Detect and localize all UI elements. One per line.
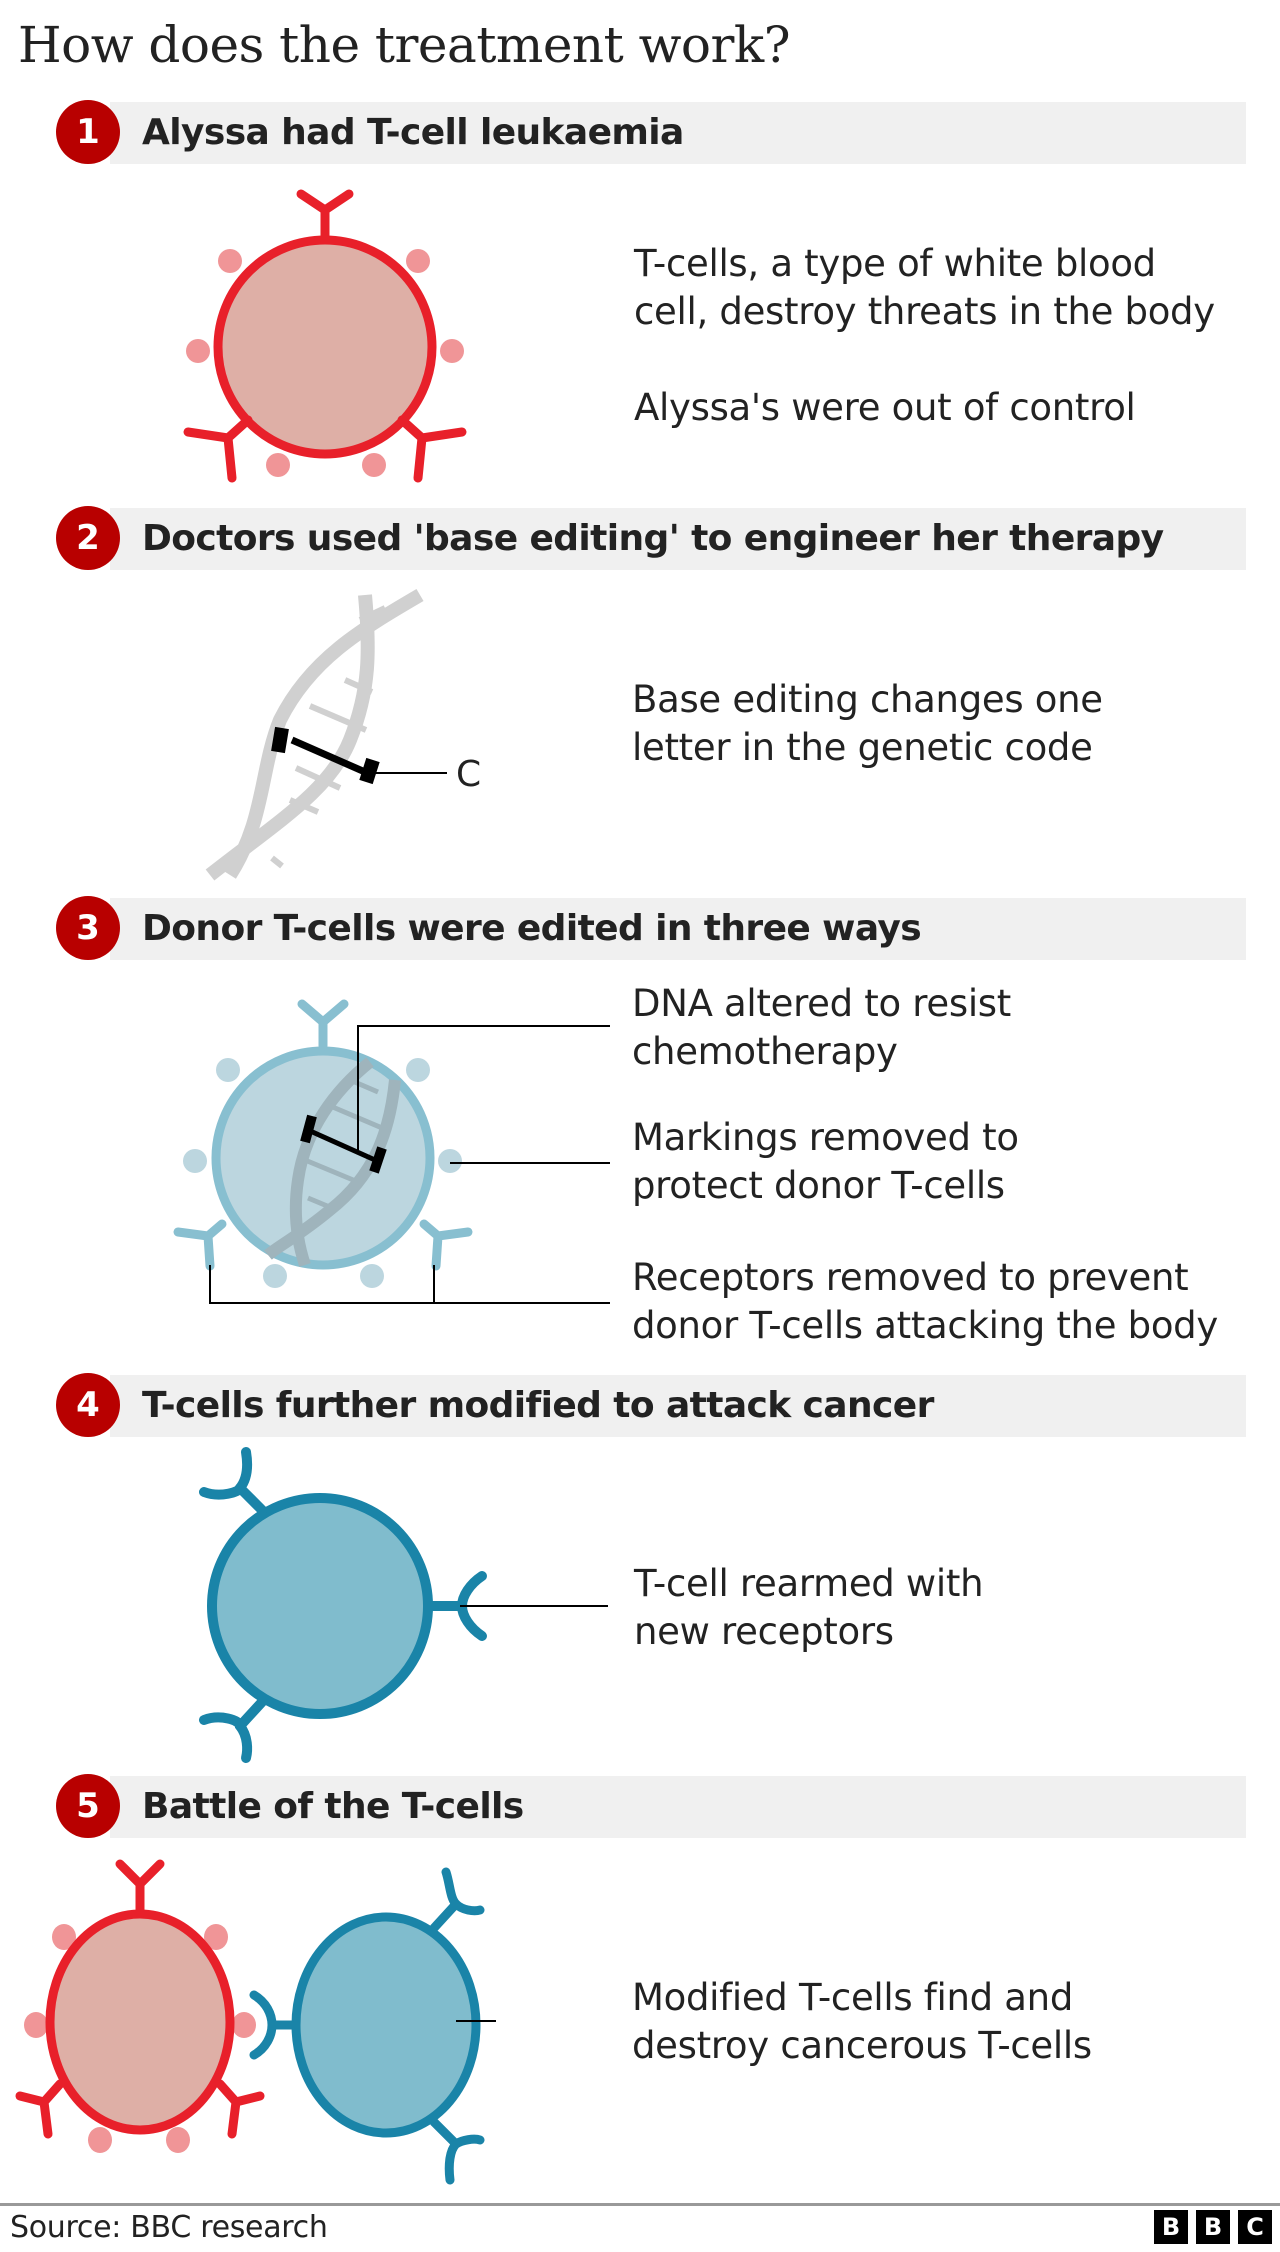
bbc-logo-letter-2: B: [1196, 2210, 1230, 2244]
step-5-description-line-1: Modified T-cells find and: [632, 1976, 1074, 2019]
step-1-number-badge: 1: [56, 100, 120, 164]
step-2-description-line-2: letter in the genetic code: [632, 726, 1093, 769]
cancerous-t-cell-icon: [183, 189, 467, 483]
step-4-header-bar: [110, 1375, 1246, 1437]
source-credit: Source: BBC research: [10, 2210, 328, 2245]
step-3-description-line-5: Receptors removed to prevent: [632, 1256, 1189, 1299]
step-3-header-bar: [110, 898, 1246, 960]
edited-donor-t-cell-icon: [173, 999, 610, 1304]
step-4-description-line-1: T-cell rearmed with: [634, 1562, 984, 1605]
step-3-title: Donor T-cells were edited in three ways: [142, 908, 922, 949]
step-5-header-bar: [110, 1776, 1246, 1838]
step-5-description-line-2: destroy cancerous T-cells: [632, 2024, 1092, 2067]
rearmed-t-cell-icon: [199, 1447, 608, 1763]
bbc-logo-letter-1: B: [1154, 2210, 1188, 2244]
footer-divider: [0, 2203, 1280, 2206]
step-2-title: Doctors used 'base editing' to engineer …: [142, 518, 1164, 559]
bbc-logo-letter-3: C: [1238, 2210, 1272, 2244]
step-3-description-line-6: donor T-cells attacking the body: [632, 1304, 1218, 1347]
battle-of-t-cells-icon: [15, 1859, 496, 2185]
step-1-header-bar: [110, 102, 1246, 164]
step-3-description-line-1: DNA altered to resist: [632, 982, 1011, 1025]
page-title: How does the treatment work?: [18, 16, 791, 74]
step-3-description-line-2: chemotherapy: [632, 1030, 898, 1073]
step-4-description-line-2: new receptors: [634, 1610, 894, 1653]
step-2-number-badge: 2: [56, 506, 120, 570]
step-2-header-bar: [110, 508, 1246, 570]
step-3-description-line-3: Markings removed to: [632, 1116, 1019, 1159]
step-3-number-badge: 3: [56, 896, 120, 960]
dna-helix-icon: C: [205, 588, 481, 881]
step-1-description-line-2: cell, destroy threats in the body: [634, 290, 1215, 333]
step-4-number-badge: 4: [56, 1373, 120, 1437]
step-4-title: T-cells further modified to attack cance…: [142, 1385, 934, 1426]
step-5-title: Battle of the T-cells: [142, 1786, 524, 1827]
step-1-description-line-3: Alyssa's were out of control: [634, 386, 1136, 429]
step-2-description-line-1: Base editing changes one: [632, 678, 1103, 721]
step-5-number-badge: 5: [56, 1774, 120, 1838]
bbc-logo: B B C: [1154, 2210, 1272, 2244]
base-letter-label: C: [456, 754, 481, 795]
step-1-title: Alyssa had T-cell leukaemia: [142, 112, 684, 153]
step-3-description-line-4: protect donor T-cells: [632, 1164, 1005, 1207]
step-1-description-line-1: T-cells, a type of white blood: [634, 242, 1156, 285]
